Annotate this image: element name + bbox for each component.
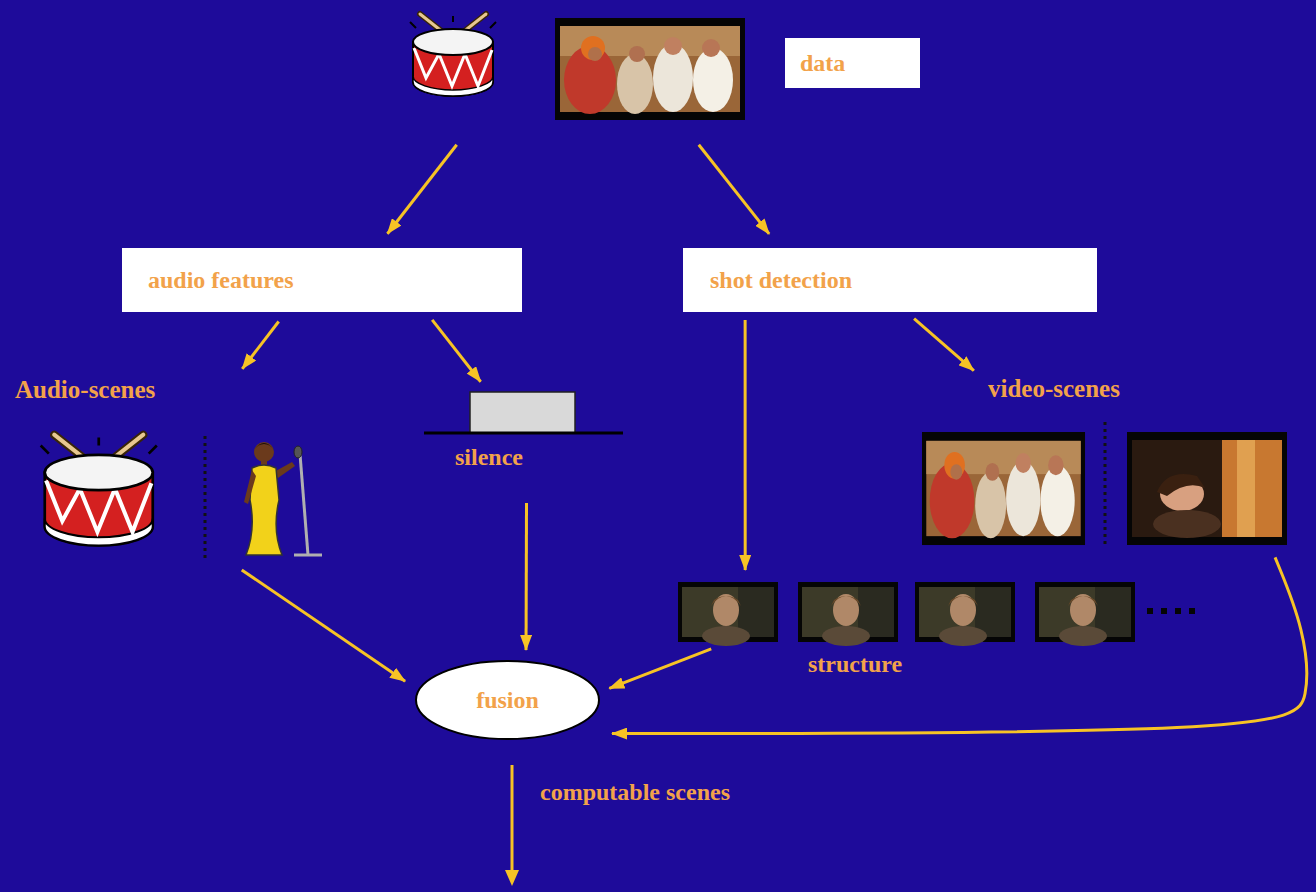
flow-arrow: [699, 145, 769, 234]
scene-divider: [1104, 422, 1107, 548]
ellipse-outline: [416, 661, 599, 739]
flow-arrow: [242, 322, 278, 369]
text-holder: shot detection: [683, 248, 1097, 312]
shot-thumbnail: [1035, 582, 1135, 646]
flow-arrow: [387, 145, 456, 234]
continuation-dots: [1147, 608, 1195, 614]
silence-symbol: [470, 392, 575, 433]
singer-icon: [254, 443, 274, 450]
flow-arrow: [432, 320, 480, 382]
node-label: video-scenes: [988, 374, 1120, 404]
process-box: shot detection: [683, 248, 1097, 312]
output-arrow: [505, 765, 519, 886]
continuation-dots: [1161, 608, 1167, 614]
singer-icon: [244, 442, 322, 555]
flow-arrow: [744, 320, 747, 570]
singer-icon: [294, 446, 302, 458]
node-label: data: [800, 49, 845, 78]
continuation-dots: [1175, 608, 1181, 614]
connectors: [242, 145, 1307, 734]
flow-arrow: [525, 503, 528, 650]
flow-arrow: [612, 557, 1307, 733]
node-label: audio features: [148, 266, 294, 295]
audio-scenes-group: Audio-scenes: [8, 372, 330, 562]
node-label: fusion: [476, 686, 539, 715]
video-scenes-group: video-scenes: [915, 372, 1292, 550]
output-arrow: [505, 870, 519, 886]
silence-symbol: [424, 432, 623, 435]
output-arrow: [511, 765, 514, 872]
drum-icon: [41, 435, 157, 546]
structure-group: structure: [675, 578, 1215, 690]
data-group: data: [400, 12, 925, 140]
drum-icon: [410, 14, 496, 96]
shot-thumbnail: [678, 582, 1135, 646]
label-holder: computable scenes: [540, 778, 730, 807]
process-box: audio features: [122, 248, 522, 312]
scene-divider: [205, 422, 1105, 558]
film-still: [555, 18, 745, 120]
free-label: computable scenes: [540, 778, 730, 807]
singer-icon: [244, 470, 256, 504]
singer-icon: [254, 442, 274, 462]
film-still: [922, 432, 1085, 545]
node-label: shot detection: [710, 266, 852, 295]
flow-arrow: [609, 649, 711, 689]
text-holder: silence: [455, 443, 523, 472]
silence-group: silence: [420, 388, 625, 475]
film-still: [555, 18, 1287, 545]
flow-arrow: [242, 570, 405, 681]
text-holder: fusion: [415, 660, 600, 740]
singer-icon: [300, 454, 308, 555]
continuation-dots: [1189, 608, 1195, 614]
node-label: structure: [808, 650, 902, 679]
film-still: [1127, 432, 1287, 545]
flow-arrow: [914, 319, 974, 371]
fusion-ellipse: fusion: [415, 660, 600, 740]
shot-thumbnail: [915, 582, 1015, 646]
silence-symbol: [424, 392, 623, 433]
text-holder: video-scenes: [988, 374, 1120, 404]
continuation-dots: [1147, 608, 1153, 614]
singer-icon: [294, 554, 322, 557]
text-holder: Audio-scenes: [15, 375, 155, 405]
shot-thumbnail: [798, 582, 898, 646]
label-box: data: [785, 38, 920, 88]
shot-thumbnail: [678, 582, 778, 646]
text-holder: audio features: [122, 248, 522, 312]
scene-divider: [204, 436, 207, 558]
node-label: Audio-scenes: [15, 375, 155, 405]
text-holder: structure: [808, 650, 902, 679]
node-label: silence: [455, 443, 523, 472]
